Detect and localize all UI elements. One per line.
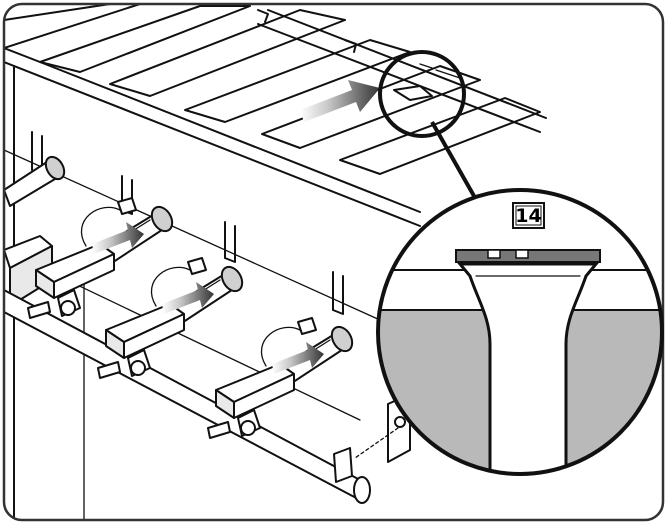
step-number-badge-icon: 14 (512, 202, 545, 229)
insertion-arrow-icon (300, 80, 380, 122)
magnifier-circle-icon (376, 188, 664, 476)
step-number: 14 (515, 205, 541, 227)
detail-callout-ring (378, 50, 476, 197)
